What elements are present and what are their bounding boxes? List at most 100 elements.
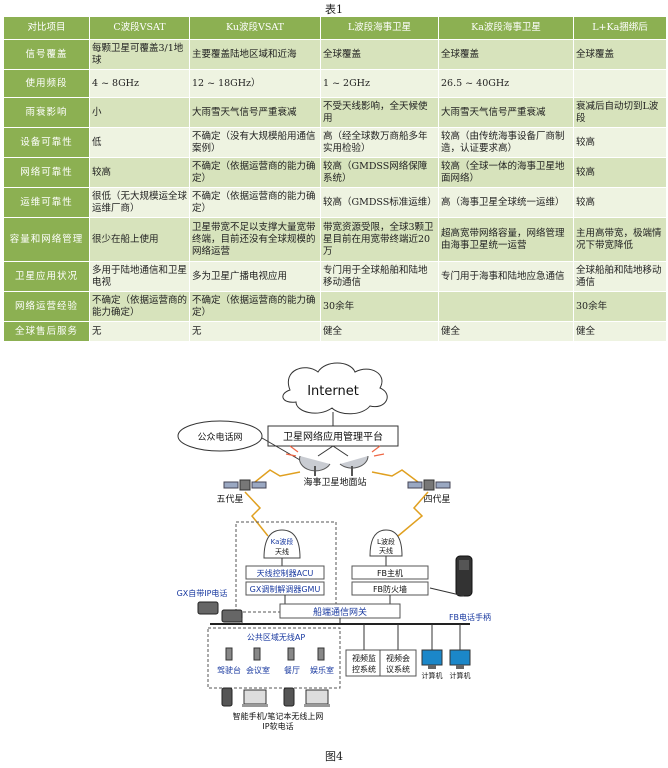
table-cell: 衰减后自动切到L波段 [573,97,667,128]
table-cell: 高（经全球数万商船多年实用检验） [320,127,439,158]
network-diagram: Internet 卫星网络应用管理平台 公众电话网 海事卫星地面站 五代星 四代… [177,362,491,731]
table-row: 容量和网络管理 很少在船上使用 卫星带宽不足以支撑大量宽带终端，目前还没有全球规… [3,217,667,262]
table-cell: 不确定（没有大规模船用通信案例） [189,127,321,158]
computer-label-1: 计算机 [422,671,443,680]
table-cell: 专门用于全球船舶和陆地移动通信 [320,261,439,292]
fb-handset-label: FB电话手柄 [449,612,491,622]
platform-label: 卫星网络应用管理平台 [283,430,383,443]
ground-station-dishes [285,445,385,476]
row-label: 卫星应用状况 [3,261,90,292]
table-cell: 较高 [573,127,667,158]
video-conf-box: 视频会 议系统 [379,649,417,677]
computer-icon [421,649,443,669]
table-cell: 不受天线影响，全天候使用 [320,97,439,128]
ka-antenna-label-1: Ka波段 [271,537,294,546]
table-cell: 多为卫星广播电视应用 [189,261,321,292]
ka-antenna-radome: Ka波段 天线 [263,529,301,559]
l-antenna-label-1: L波段 [377,537,395,546]
table-cell: 无 [189,321,321,342]
ka-antenna-label-2: 天线 [275,547,289,556]
table-row: 卫星应用状况 多用于陆地通信和卫星电视 多为卫星广播电视应用 专门用于全球船舶和… [3,261,667,292]
table-cell: 30余年 [320,291,439,322]
table-cell: 全球覆盖 [573,39,667,70]
table-cell: 主要覆盖陆地区域和近海 [189,39,321,70]
sat5-label: 五代星 [216,494,243,505]
mobile-devices [221,687,330,707]
fb-firewall-box: FB防火墙 [351,581,429,596]
table-cell: 很少在船上使用 [89,217,190,262]
row-label: 运维可靠性 [3,187,90,218]
table-cell: 健全 [438,321,574,342]
row-label: 信号覆盖 [3,39,90,70]
table-cell: 主用高带宽，极端情况下带宽降低 [573,217,667,262]
table-cell: 卫星带宽不足以支撑大量宽带终端，目前还没有全球规模的网络运营 [189,217,321,262]
column-header: Ka波段海事卫星 [438,16,574,40]
table-cell: 较高 [89,157,190,188]
table-row: 全球售后服务 无 无 健全 健全 健全 [3,321,667,342]
table-cell: 带宽资源受限，全球3颗卫星目前在用宽带终端近20万 [320,217,439,262]
mobile-caption-1: 智能手机/笔记本无线上网 [233,711,324,721]
column-header: C波段VSAT [89,16,190,40]
computer-label-2: 计算机 [450,671,471,680]
wifi-ap-label: 公共区域无线AP [247,632,305,642]
gmu-box: GX调制解调器GMU [245,581,325,596]
comparison-table: 对比项目 C波段VSAT Ku波段VSAT L波段海事卫星 Ka波段海事卫星 L… [3,16,667,342]
mobile-caption-2: IP软电话 [262,721,293,731]
wifi-ap-group [207,627,341,689]
pstn-label: 公众电话网 [197,431,242,443]
table-cell: 无 [89,321,190,342]
table-cell: 健全 [320,321,439,342]
table-cell: 不确定（依据运营商的能力确定） [189,157,321,188]
sat4-label: 四代星 [423,494,450,505]
video-monitor-label-2: 控系统 [352,664,376,674]
table-cell: 较高（全球一体的海事卫星地面网络） [438,157,574,188]
location-recreation-room: 娱乐室 [310,665,334,675]
ground-station-label: 海事卫星地面站 [303,476,366,488]
pstn-cloud: 公众电话网 [177,420,263,452]
video-conf-label-2: 议系统 [386,664,410,674]
video-monitor-label-1: 视频监 [352,653,376,663]
row-label: 全球售后服务 [3,321,90,342]
table-cell: 超高宽带网络容量，网络管理由海事卫星统一运营 [438,217,574,262]
column-header: Ku波段VSAT [189,16,321,40]
gateway-box: 船端通信网关 [279,603,401,619]
table-cell: 不确定（依据运营商的能力确定） [189,187,321,218]
row-label: 网络可靠性 [3,157,90,188]
table-header-row: 对比项目 C波段VSAT Ku波段VSAT L波段海事卫星 Ka波段海事卫星 L… [3,16,667,40]
l-antenna-label-2: 天线 [379,546,393,555]
table-row: 雨衰影响 小 大雨雪天气信号严重衰减 不受天线影响，全天候使用 大雨雪天气信号严… [3,97,667,128]
l-antenna-radome: L波段 天线 [369,529,403,557]
table-cell: 低 [89,127,190,158]
ip-phone-icon [197,601,243,623]
fb-host-label: FB主机 [377,568,403,578]
satellite-4th-gen [407,479,451,491]
table-cell: 大雨雪天气信号严重衰减 [438,97,574,128]
table-cell: 4 ~ 8GHz [89,69,190,98]
internet-label: Internet [307,384,359,399]
table-cell: 全球船舶和陆地移动通信 [573,261,667,292]
location-meeting-room: 会议室 [246,665,270,675]
table-cell: 不确定（依据运营商的能力确定） [189,291,321,322]
table-row: 设备可靠性 低 不确定（没有大规模船用通信案例） 高（经全球数万商船多年实用检验… [3,127,667,158]
column-header: 对比项目 [3,16,90,40]
acu-label: 天线控制器ACU [257,568,314,578]
computer-icon [449,649,471,669]
gx-phone-label: GX自带IP电话 [177,588,228,598]
gmu-label: GX调制解调器GMU [250,584,321,594]
table-cell: 12 ~ 18GHz） [189,69,321,98]
table-cell: 全球覆盖 [438,39,574,70]
table-cell: 专门用于海事和陆地应急通信 [438,261,574,292]
table-cell: 较高（GMDSS标准运维） [320,187,439,218]
row-label: 雨衰影响 [3,97,90,128]
table-row: 网络可靠性 较高 不确定（依据运营商的能力确定） 较高（GMDSS网络保障系统）… [3,157,667,188]
table-cell: 多用于陆地通信和卫星电视 [89,261,190,292]
table-cell: 高（海事卫星全球统一运维） [438,187,574,218]
fb-host-box: FB主机 [351,565,429,580]
table-cell: 较高（GMDSS网络保障系统） [320,157,439,188]
table-cell: 较高（由传统海事设备厂商制造，认证要求高） [438,127,574,158]
gateway-label: 船端通信网关 [313,606,367,618]
table-cell: 26.5 ~ 40GHz [438,69,574,98]
row-label: 容量和网络管理 [3,217,90,262]
video-conf-label-1: 视频会 [386,653,410,663]
table-cell: 不确定（依据运营商的能力确定） [89,291,190,322]
